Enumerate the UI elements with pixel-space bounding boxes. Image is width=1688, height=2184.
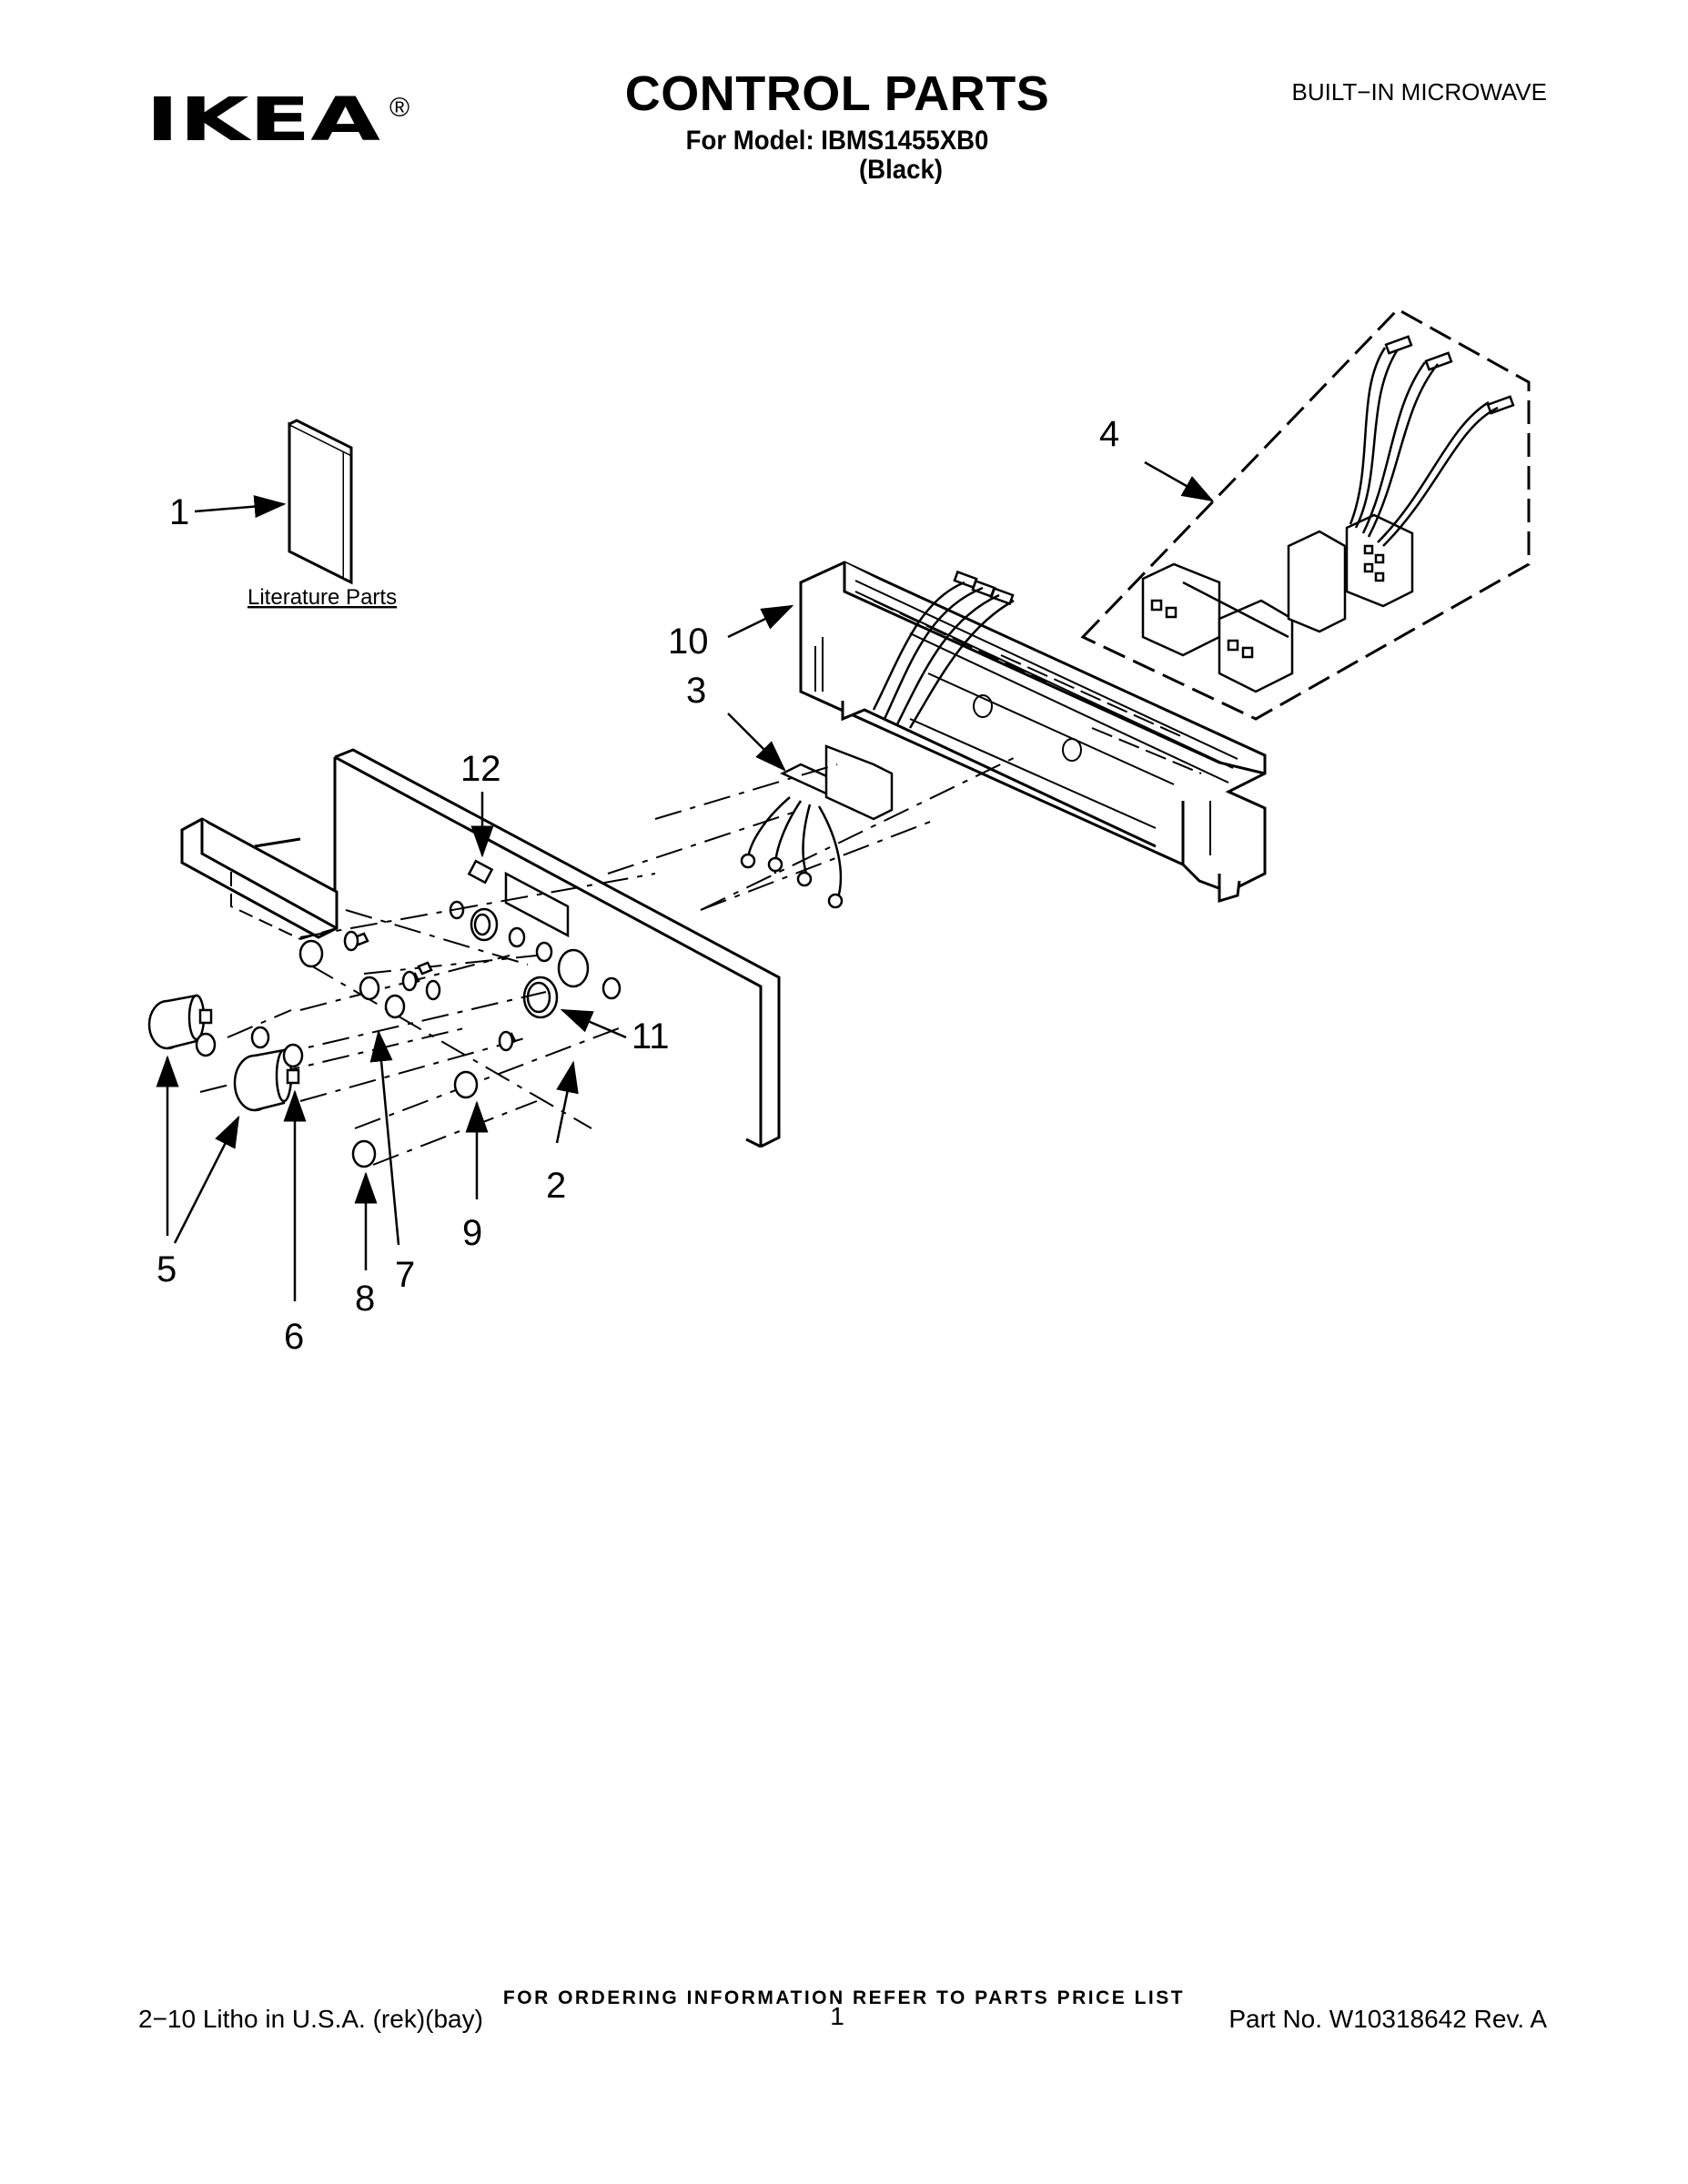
callout-1: 1 [169,492,189,532]
svg-text:IKEA: IKEA [146,87,380,151]
page-number: 1 [830,2002,844,2030]
part-number: Part No. W10318642 Rev. A [1228,2005,1547,2033]
display-bezel [180,817,339,939]
literature-booklet [288,419,353,585]
color-line: (Black) [858,155,944,185]
wire-harness [740,744,894,909]
housing-wiring [872,570,1015,729]
callout-3: 3 [686,671,706,711]
callout-9: 9 [462,1213,482,1253]
control-housing [799,561,1267,904]
callout-11: 11 [632,1016,670,1057]
ordering-note: FOR ORDERING INFORMATION REFER TO PARTS … [502,1987,1186,2008]
callout-4: 4 [1099,414,1119,454]
literature-parts-label: Literature Parts [248,585,397,610]
registered-mark: ® [389,93,409,123]
control-panel [333,748,781,1148]
callout-2: 2 [546,1166,566,1206]
model-line: For Model: IBMS1455XB0 [685,126,989,156]
control-board-wiring [1349,335,1515,547]
callout-7: 7 [395,1255,415,1295]
ikea-logo: IKEA ® [146,87,409,151]
callout-8: 8 [355,1279,375,1319]
control-board [1141,513,1414,693]
control-board-frame [1080,308,1531,721]
callout-10: 10 [668,622,709,662]
panel-openings [449,859,622,1019]
callout-12: 12 [460,749,501,789]
litho-info: 2−10 Litho in U.S.A. (rek)(bay) [138,2005,483,2033]
product-category: BUILT−IN MICROWAVE [1291,78,1548,106]
callout-6: 6 [284,1317,304,1357]
page-title: CONTROL PARTS [624,66,1050,121]
callout-5: 5 [157,1249,177,1289]
knobs-and-bushings [147,930,517,1168]
